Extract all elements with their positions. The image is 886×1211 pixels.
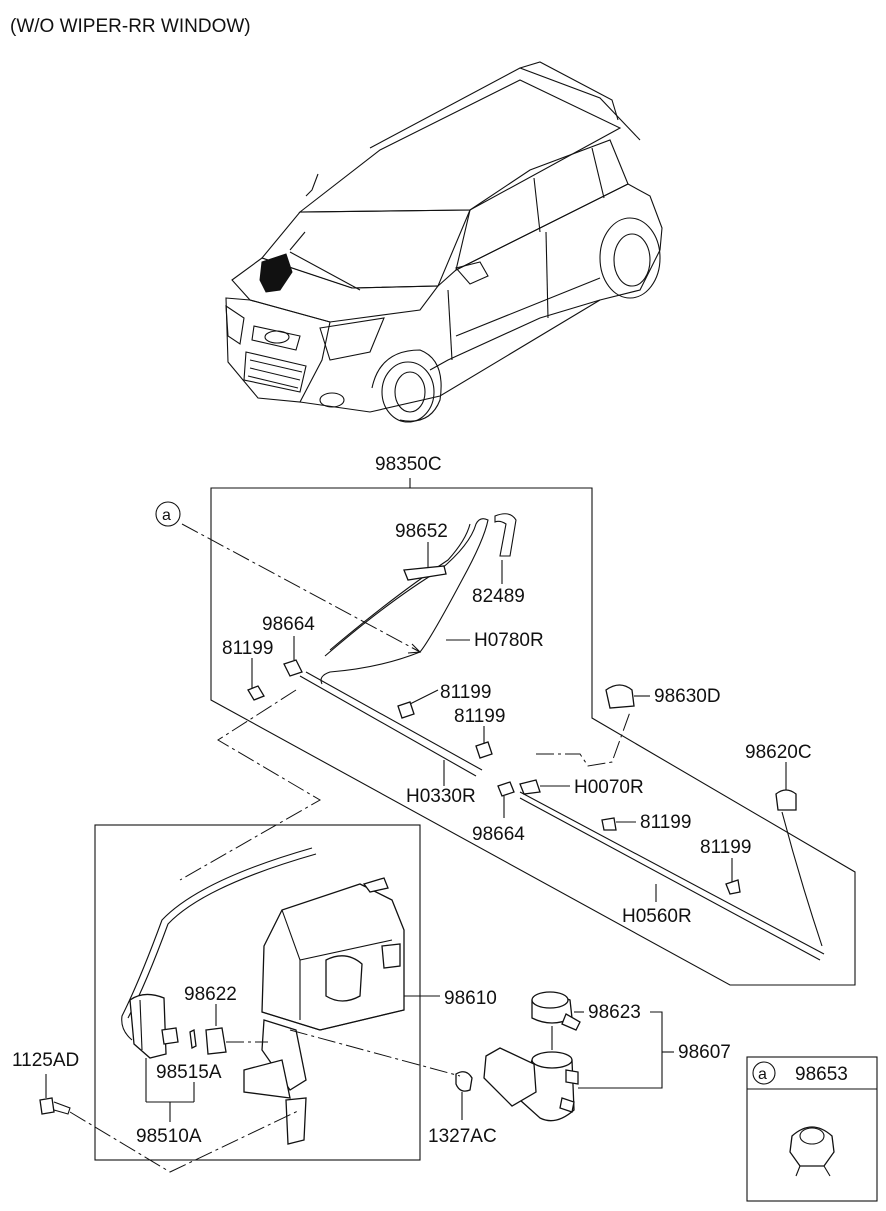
label-98350C: 98350C [375, 454, 442, 475]
clip-81199-3 [475, 741, 493, 759]
label-82489: 82489 [472, 586, 525, 607]
label-81199-1: 81199 [222, 638, 273, 659]
connector-98664-bottom [497, 781, 515, 797]
label-98607: 98607 [678, 1042, 731, 1063]
filter-98515A [189, 1029, 197, 1049]
label-81199-4: 81199 [640, 812, 691, 833]
vehicle-illustration [225, 61, 663, 423]
clip-81199-1 [247, 685, 265, 701]
label-81199-3: 81199 [454, 706, 505, 727]
hose-H0560R [519, 791, 825, 961]
bolt-1125AD [39, 1097, 71, 1115]
clip-81199-4 [601, 817, 617, 831]
reservoir-98610 [243, 877, 405, 1145]
label-98630D: 98630D [654, 686, 721, 707]
label-H0780R: H0780R [474, 630, 544, 651]
clip-81199-5 [725, 879, 741, 895]
inset-marker: a [758, 1066, 767, 1083]
label-98510A: 98510A [136, 1126, 202, 1147]
callout-marker-a: a [155, 501, 181, 527]
label-98664-bottom: 98664 [472, 824, 525, 845]
pump-98510A [129, 993, 179, 1059]
hose-H0070R [519, 779, 541, 795]
nozzle-98620C [775, 789, 797, 811]
grommet-98622 [205, 1027, 227, 1055]
inset-box: a 98653 [746, 1056, 878, 1202]
hose-H0330R [299, 671, 483, 777]
connector-98664-top [283, 659, 303, 677]
nozzle-98630D [605, 684, 635, 709]
clip-81199-2 [397, 701, 415, 719]
clip-98653 [789, 1126, 835, 1177]
label-98622: 98622 [184, 984, 237, 1005]
label-98623: 98623 [588, 1002, 641, 1023]
label-81199-5: 81199 [700, 837, 751, 858]
label-1125AD: 1125AD [12, 1050, 79, 1071]
inset-part-label: 98653 [795, 1064, 848, 1085]
connector-98652 [403, 565, 447, 581]
reservoir-group-outline [94, 824, 421, 1161]
diagram-title: (W/O WIPER-RR WINDOW) [10, 16, 251, 37]
label-H0560R: H0560R [622, 906, 692, 927]
nut-1327AC [455, 1071, 473, 1092]
label-81199-2: 81199 [440, 682, 491, 703]
label-1327AC: 1327AC [428, 1126, 497, 1147]
svg-text:a: a [162, 507, 171, 524]
hose-kit-outline [210, 478, 856, 986]
label-98515A: 98515A [156, 1062, 222, 1083]
label-98652: 98652 [395, 521, 448, 542]
label-H0070R: H0070R [574, 777, 644, 798]
label-98620C: 98620C [745, 742, 812, 763]
filler-neck-98607 [483, 991, 581, 1122]
label-H0330R: H0330R [406, 786, 476, 807]
label-98610: 98610 [444, 988, 497, 1009]
label-98664-top: 98664 [262, 614, 315, 635]
